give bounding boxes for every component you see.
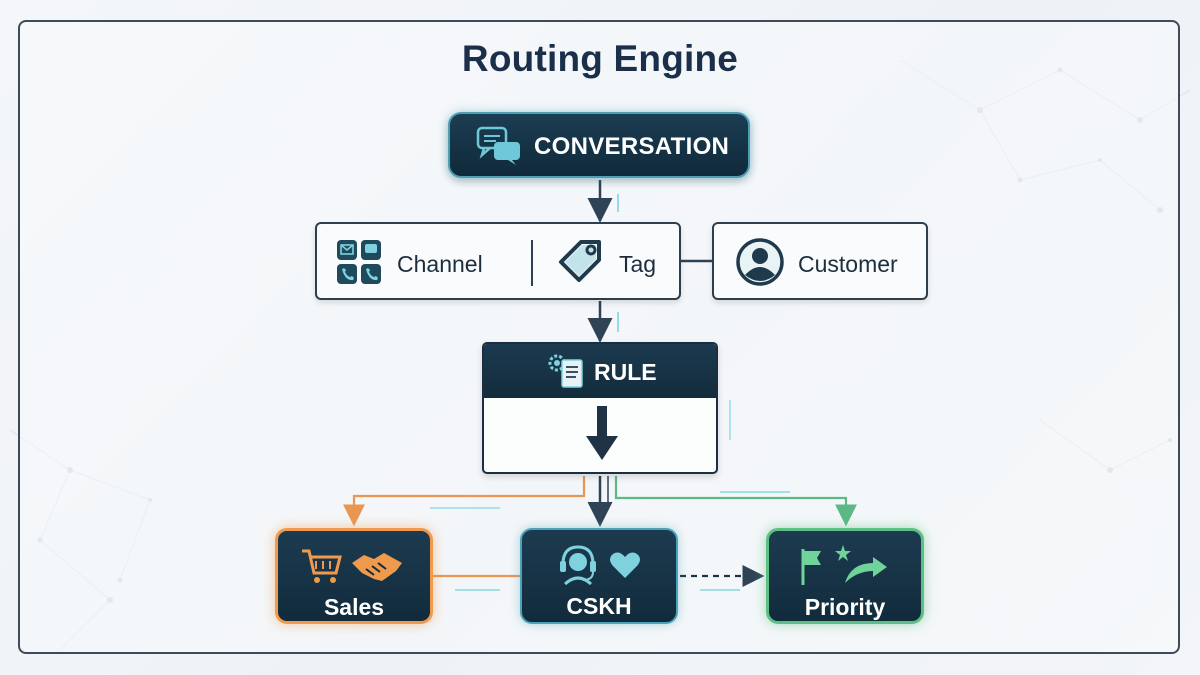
channel-tag-divider <box>531 240 533 286</box>
priority-node: Priority <box>766 528 924 624</box>
flag-star-arrow-icon <box>801 545 887 585</box>
rule-node: RULE <box>482 342 718 474</box>
channel-label: Channel <box>397 251 483 277</box>
diagram-title: Routing Engine <box>461 38 739 79</box>
cskh-label: CSKH <box>566 593 632 619</box>
tag-label: Tag <box>619 251 657 277</box>
rule-header <box>484 344 716 398</box>
gear-document-icon <box>548 354 583 388</box>
sales-label: Sales <box>323 594 385 620</box>
arrow-rule-to-priority <box>614 476 857 527</box>
channels-grid-icon <box>337 240 381 284</box>
headset-heart-icon <box>560 545 640 586</box>
conversation-node: CONVERSATION <box>448 112 750 178</box>
conversation-label: CONVERSATION <box>534 133 730 160</box>
cart-handshake-icon <box>302 549 402 583</box>
priority-label: Priority <box>804 594 886 620</box>
customer-label: Customer <box>798 251 898 277</box>
tag-icon <box>559 240 601 282</box>
rule-label: RULE <box>594 359 657 385</box>
arrow-rule-to-sales <box>343 476 586 527</box>
chat-bubbles-icon <box>476 126 520 165</box>
cskh-node: CSKH <box>520 528 678 624</box>
customer-node: Customer <box>712 222 928 300</box>
down-arrow-icon <box>586 406 618 460</box>
sales-node: Sales <box>275 528 433 624</box>
user-circle-icon <box>736 238 784 286</box>
channel-tag-node: Channel Tag <box>315 222 681 300</box>
